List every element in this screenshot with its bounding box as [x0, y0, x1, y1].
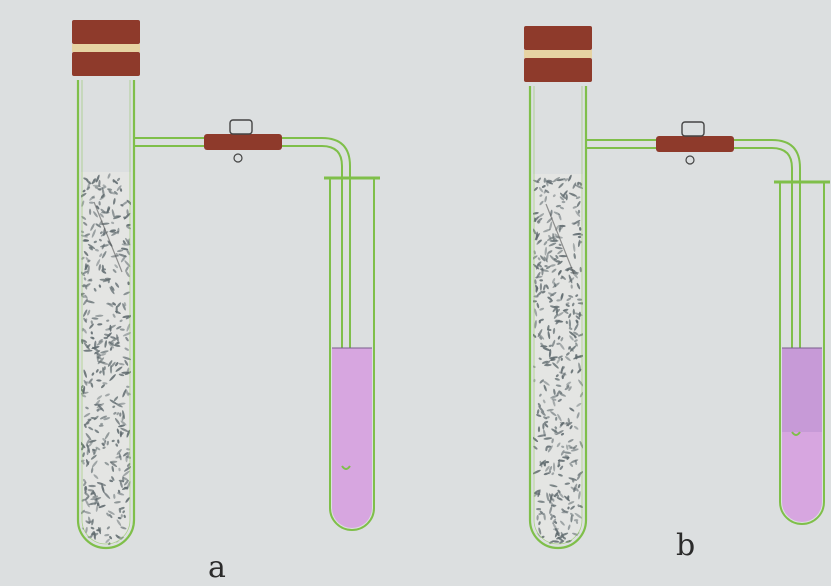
liquid — [330, 348, 374, 530]
apparatus-b — [524, 26, 830, 548]
stopcock-valve-icon — [682, 122, 704, 136]
delivery-tube-inner — [134, 146, 342, 466]
stopper-upper — [72, 20, 140, 44]
delivery-tube-inner — [586, 148, 792, 432]
stopper-band — [72, 44, 140, 52]
delivery-tube-outer — [134, 138, 350, 466]
stopper-upper — [524, 26, 592, 50]
panel-label-b: b — [676, 528, 695, 563]
stopper-lower — [524, 58, 592, 82]
valve-knob — [686, 156, 694, 164]
powder-fill — [81, 172, 131, 548]
stopcock-valve-icon — [230, 120, 252, 134]
valve-body — [204, 134, 282, 150]
valve-body — [656, 136, 734, 152]
stopper-lower — [72, 52, 140, 76]
stopper-band — [524, 50, 592, 58]
apparatus-a — [72, 20, 380, 548]
valve-knob — [234, 154, 242, 162]
delivery-tube-outer — [586, 140, 800, 432]
panel-label-a: a — [208, 550, 226, 585]
liquid-upper — [780, 348, 824, 432]
